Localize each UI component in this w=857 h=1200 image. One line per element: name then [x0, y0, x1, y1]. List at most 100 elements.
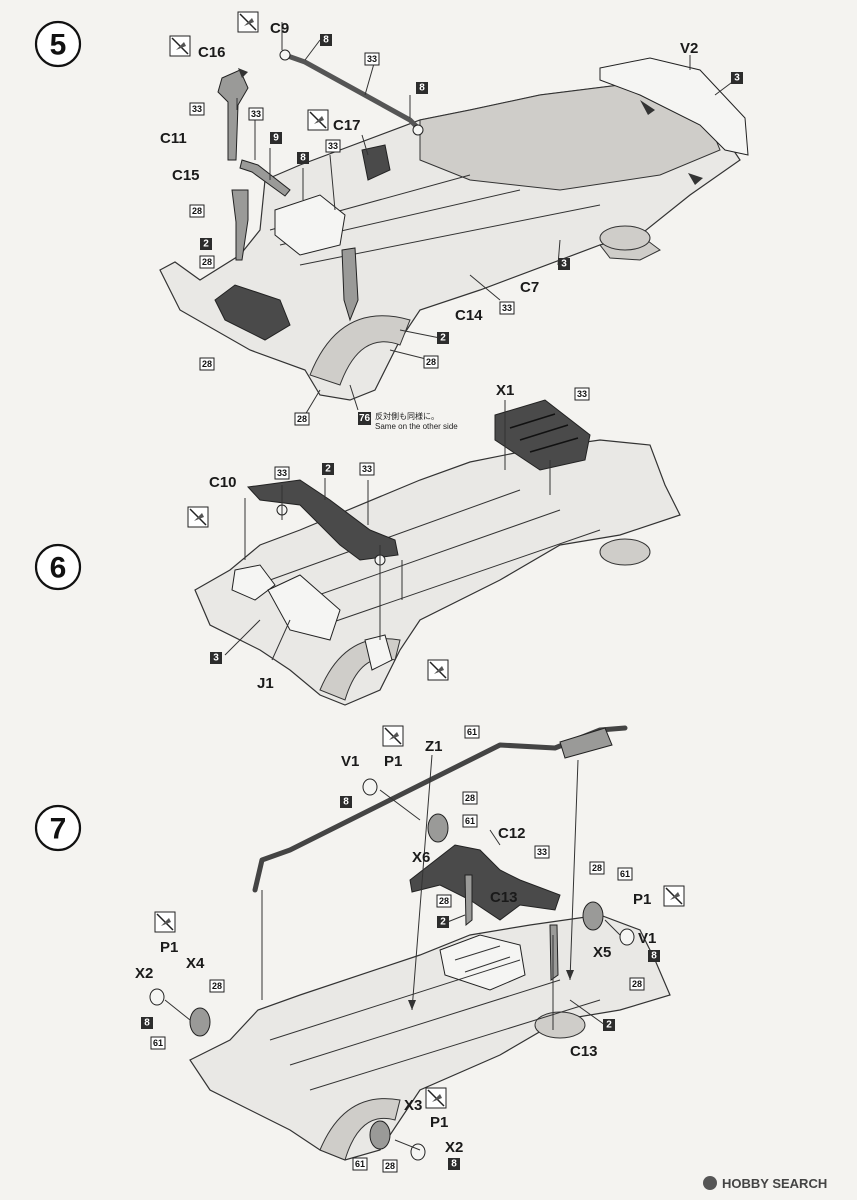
step7-front-wheel [319, 1098, 401, 1161]
no-glue-icon [425, 1087, 447, 1109]
label-X4: X4 [186, 955, 205, 972]
badge-8: 8 [648, 950, 660, 962]
label-V1: V1 [341, 753, 359, 770]
c10-crossmember [246, 479, 399, 561]
step7-battery [439, 934, 526, 991]
svg-text:28: 28 [426, 357, 436, 367]
svg-text:76: 76 [359, 413, 371, 424]
step6-leaders [224, 400, 551, 661]
v2-arrow-left [640, 100, 655, 115]
step-6: 6 X1 C10 J1 2 3 33 [34, 382, 681, 706]
badge-33: 33 [248, 107, 264, 121]
no-glue-icon [237, 11, 259, 33]
svg-text:28: 28 [192, 206, 202, 216]
badge-28: 28 [294, 412, 310, 426]
svg-text:33: 33 [328, 141, 338, 151]
no-glue-icon [307, 109, 329, 131]
step5-leaders [236, 22, 736, 416]
badge-33: 33 [359, 462, 375, 476]
badge-8: 8 [141, 1017, 153, 1029]
label-C10: C10 [209, 474, 237, 491]
label-X1: X1 [496, 382, 514, 399]
label-P1: P1 [384, 753, 402, 770]
hobby-search-logo-icon [703, 1176, 717, 1190]
label-P1: P1 [633, 891, 651, 908]
badge-61: 61 [352, 1157, 368, 1171]
svg-text:Same on the other side: Same on the other side [375, 422, 458, 431]
c9-arrow [238, 68, 248, 78]
badge-33: 33 [534, 845, 550, 859]
label-Z1: Z1 [425, 738, 443, 755]
svg-text:2: 2 [440, 333, 446, 344]
label-C11: C11 [160, 130, 187, 147]
badge-2: 2 [322, 463, 334, 475]
badge-33: 33 [274, 466, 290, 480]
arrow-down [566, 970, 574, 980]
step-5-circle [34, 20, 82, 68]
c13-shock-right [549, 924, 559, 981]
badge-9: 9 [270, 132, 282, 144]
badge-61: 61 [462, 814, 478, 828]
svg-text:8: 8 [651, 951, 657, 962]
no-glue-icon [427, 659, 449, 681]
v2-arrow-right [688, 173, 703, 185]
svg-text:28: 28 [439, 896, 449, 906]
label-C17: C17 [333, 117, 361, 134]
x1-battery [494, 399, 591, 471]
x3-brake-drum [369, 1120, 391, 1150]
no-glue-icon [169, 35, 191, 57]
badge-2: 2 [437, 332, 449, 344]
step6-rear-wheel [599, 538, 651, 566]
label-V1: V1 [638, 930, 656, 947]
badge-28: 28 [589, 861, 605, 875]
label-X6: X6 [412, 849, 430, 866]
badge-2: 2 [200, 238, 212, 250]
no-glue-icon [382, 725, 404, 747]
svg-text:33: 33 [192, 104, 202, 114]
svg-text:3: 3 [213, 653, 219, 664]
badge-33: 33 [189, 102, 205, 116]
label-C9: C9 [270, 20, 289, 37]
label-C13: C13 [490, 889, 518, 906]
svg-text:2: 2 [325, 464, 331, 475]
v1-cap-left [362, 778, 378, 796]
c9-rod-end-right [412, 124, 424, 136]
no-glue-icon [154, 911, 176, 933]
badge-28: 28 [189, 204, 205, 218]
c14-strut [341, 247, 359, 322]
step-7-number: 7 [50, 813, 67, 846]
svg-text:3: 3 [734, 73, 740, 84]
step6-lines [269, 489, 601, 631]
no-glue-icon [187, 506, 209, 528]
label-C15: C15 [172, 167, 200, 184]
x2-cap-left [149, 988, 165, 1006]
step7-leaders [164, 754, 621, 1151]
x4-brake-drum [189, 1007, 211, 1037]
svg-text:61: 61 [153, 1038, 163, 1048]
c11-pin [239, 159, 291, 197]
badge-28: 28 [209, 979, 225, 993]
rear-wheel-arch [599, 225, 651, 251]
hobby-search-watermark: HOBBY SEARCH [703, 1176, 827, 1191]
badge-28: 28 [199, 357, 215, 371]
badge-28: 28 [382, 1159, 398, 1173]
svg-text:2: 2 [440, 917, 446, 928]
svg-text:28: 28 [465, 793, 475, 803]
no-glue-icon [663, 885, 685, 907]
badge-3: 3 [731, 72, 743, 84]
step-5-number: 5 [50, 29, 67, 62]
label-V2: V2 [680, 40, 698, 57]
badge-3: 3 [558, 258, 570, 270]
step-7: 7 Z1 V1 P1 X6 C12 [34, 725, 685, 1173]
svg-text:28: 28 [632, 979, 642, 989]
badge-8: 8 [448, 1158, 460, 1170]
label-X2: X2 [135, 965, 153, 982]
badge-28: 28 [423, 355, 439, 369]
badge-28: 28 [629, 977, 645, 991]
svg-text:HOBBY SEARCH: HOBBY SEARCH [722, 1176, 827, 1191]
svg-text:8: 8 [300, 153, 306, 164]
step7-battery-ribs [454, 945, 511, 973]
svg-text:28: 28 [297, 414, 307, 424]
label-C16: C16 [198, 44, 226, 61]
